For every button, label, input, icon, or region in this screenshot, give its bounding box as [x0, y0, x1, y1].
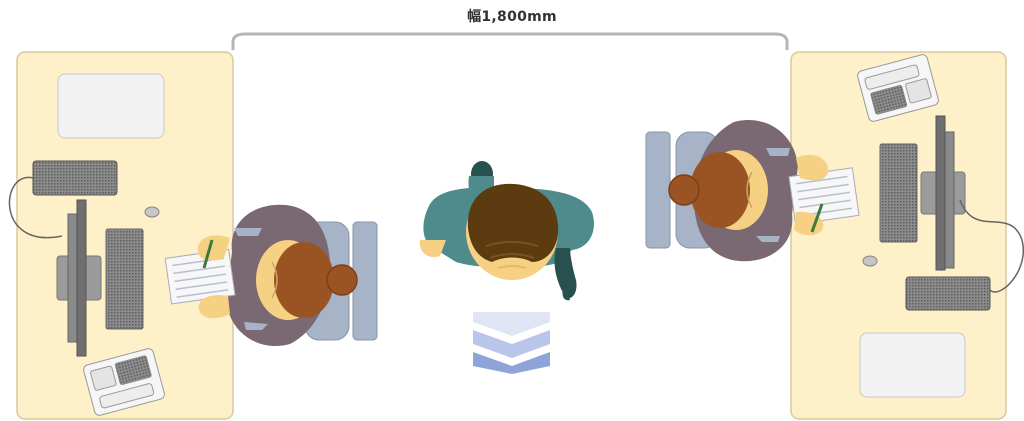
right-desk [790, 51, 1024, 420]
pen-icon [810, 203, 824, 233]
dimension-line [231, 32, 789, 50]
person-icon [419, 161, 594, 301]
person-icon [164, 204, 358, 347]
monitor-icon [920, 115, 966, 271]
person-icon [668, 119, 860, 262]
telephone-icon [857, 54, 939, 122]
mouse-icon [144, 206, 160, 218]
paper-tray-icon [859, 332, 966, 398]
desk-phone-icon [32, 160, 118, 196]
phone-cable [8, 176, 63, 239]
keyboard-icon [105, 228, 144, 330]
monitor-icon [56, 199, 102, 357]
width-dimension-label: 幅1,800mm [467, 9, 557, 25]
desk-phone-icon [905, 276, 991, 311]
chevron-down-icon [473, 312, 550, 374]
telephone-icon [83, 348, 165, 416]
left-desk [8, 51, 234, 420]
document-icon [788, 167, 860, 225]
pen-icon [202, 239, 214, 269]
mouse-icon [862, 255, 878, 267]
paper-tray-icon [57, 73, 165, 139]
phone-cable [959, 199, 1024, 293]
keyboard-icon [879, 143, 918, 243]
